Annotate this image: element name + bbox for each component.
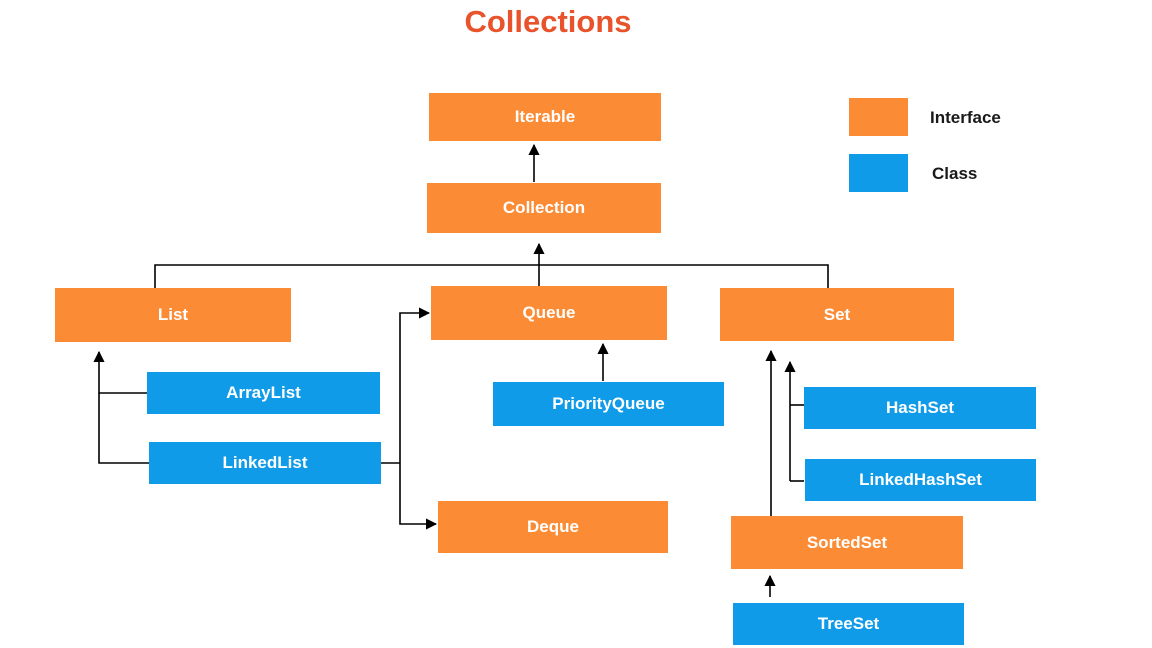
node-arraylist: ArrayList (147, 372, 380, 414)
node-priorityqueue: PriorityQueue (493, 382, 724, 426)
node-iterable: Iterable (429, 93, 661, 141)
edge-list-collection (154, 264, 539, 288)
edge-linkedlist-queue (399, 307, 431, 463)
legend-interface-swatch (849, 98, 908, 136)
node-linkedlist: LinkedList (149, 442, 381, 484)
diagram-title: Collections (464, 4, 632, 39)
node-sortedset: SortedSet (731, 516, 963, 569)
node-set: Set (720, 288, 954, 341)
node-list: List (55, 288, 291, 342)
legend-class-swatch (849, 154, 908, 192)
edge-arraylist-list (93, 350, 147, 394)
edge-linkedlist-list (98, 393, 149, 464)
node-deque: Deque (438, 501, 668, 553)
edge-set-collection (539, 264, 829, 288)
node-hashset: HashSet (804, 387, 1036, 429)
node-treeset: TreeSet (733, 603, 964, 645)
node-queue: Queue (431, 286, 667, 340)
legend-class-label: Class (932, 164, 978, 183)
node-linkedhashset: LinkedHashSet (805, 459, 1036, 501)
legend-interface-label: Interface (930, 108, 1001, 127)
edge-linkedlist-deque (399, 463, 438, 530)
node-collection: Collection (427, 183, 661, 233)
